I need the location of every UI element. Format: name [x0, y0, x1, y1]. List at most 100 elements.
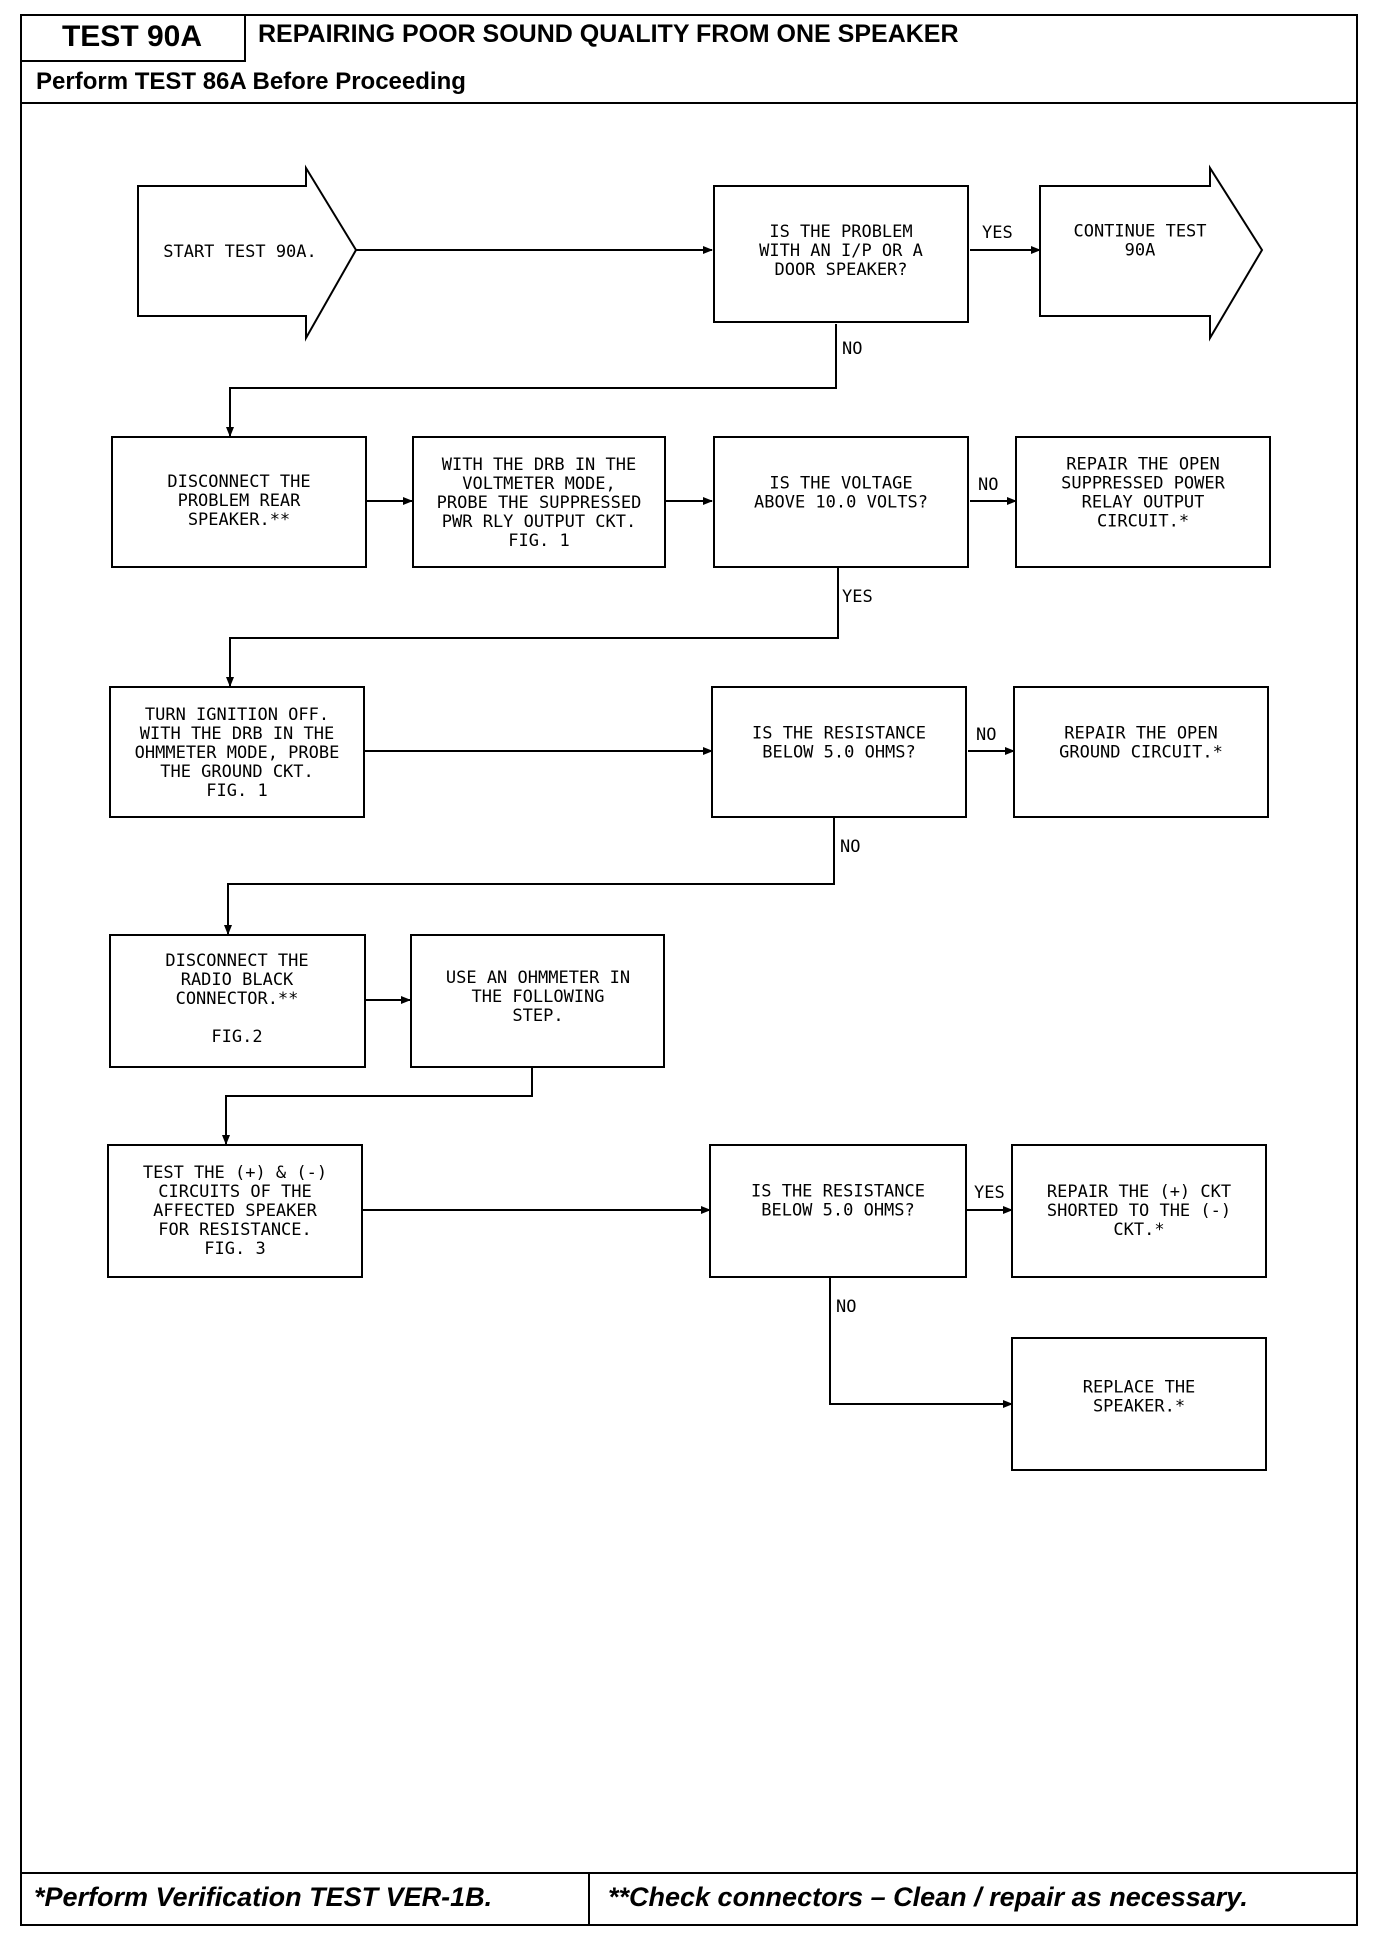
page-subtitle: Perform TEST 86A Before Proceeding	[36, 68, 466, 95]
label-yes-q1: YES	[982, 223, 1013, 243]
label-yes-q4: YES	[974, 1183, 1005, 1203]
arrow-q3-to-disconnect-radio	[224, 818, 835, 935]
box-probe-voltage	[412, 436, 666, 568]
page-title: REPAIRING POOR SOUND QUALITY FROM ONE SP…	[258, 20, 959, 48]
connectors	[222, 246, 1041, 1408]
node-text-line: START TEST 90A.	[163, 242, 317, 262]
node-text-line: WITH THE DRB IN THE	[442, 455, 636, 475]
node-text-line: PROBLEM REAR	[178, 491, 302, 511]
node-text-line: IS THE VOLTAGE	[769, 474, 912, 494]
node-text-line: ABOVE 10.0 VOLTS?	[754, 493, 928, 513]
page-frame	[20, 14, 1358, 1926]
arrow-ohmmeter-to-test	[222, 1068, 533, 1145]
node-text-line: SPEAKER.*	[1093, 1397, 1185, 1417]
node-text-line: WITH AN I/P OR A	[759, 241, 923, 261]
node-text-line: VOLTMETER MODE,	[462, 474, 616, 494]
node-text-line: IS THE RESISTANCE	[752, 724, 926, 744]
node-text-line: FOR RESISTANCE.	[158, 1220, 312, 1240]
header-divider	[20, 102, 1358, 104]
label-no-q2: NO	[978, 475, 998, 495]
label-no-q1: NO	[842, 339, 862, 359]
node-text-line: CONNECTOR.**	[176, 989, 299, 1009]
node-text-line: PROBE THE SUPPRESSED	[437, 493, 642, 513]
box-disconnect-radio	[109, 934, 366, 1068]
node-text-line: FIG.2	[211, 1027, 262, 1047]
box-repair-power	[1015, 436, 1271, 568]
start-arrow-shape	[137, 164, 358, 342]
start-text: START TEST 90A.	[163, 242, 317, 262]
label-no-q4: NO	[836, 1297, 856, 1317]
label-yes-q2: YES	[842, 587, 873, 607]
node-text-line: BELOW 5.0 OHMS?	[762, 743, 916, 763]
node-text-line: CKT.*	[1113, 1220, 1164, 1240]
node-text-line: GROUND CIRCUIT.*	[1059, 743, 1223, 763]
box-repair-ground	[1013, 686, 1269, 818]
box-q-resistance-1	[711, 686, 967, 818]
label-no-q3-down: NO	[840, 837, 860, 857]
node-text-line: USE AN OHMMETER IN	[446, 968, 630, 988]
box-q-ip-door	[713, 185, 969, 323]
footer-divider	[20, 1872, 1358, 1874]
arrow-q2-to-ignition	[226, 568, 839, 687]
arrow-q1-to-disconnect-rear	[226, 324, 837, 437]
node-text-line: FIG. 1	[206, 781, 267, 801]
node-text-line: CONTINUE TEST	[1073, 222, 1206, 242]
box-disconnect-rear	[111, 436, 367, 568]
node-text-line: BELOW 5.0 OHMS?	[761, 1201, 915, 1221]
node-text-line: CIRCUITS OF THE	[158, 1182, 312, 1202]
node-text-line: REPAIR THE OPEN	[1064, 724, 1218, 744]
node-text-line: DOOR SPEAKER?	[774, 260, 907, 280]
node-text-line: AFFECTED SPEAKER	[153, 1201, 318, 1221]
node-text-line: SPEAKER.**	[188, 510, 290, 530]
footer-connector-note: **Check connectors – Clean / repair as n…	[608, 1882, 1248, 1912]
node-text-line: FIG. 3	[204, 1239, 265, 1259]
box-test-circuits	[107, 1144, 363, 1278]
box-replace-speaker	[1011, 1337, 1267, 1471]
node-text-line: REPAIR THE (+) CKT	[1047, 1182, 1231, 1202]
node-text-line: FIG. 1	[508, 531, 569, 551]
node-text-line: REPLACE THE	[1083, 1378, 1196, 1398]
node-text-line: THE FOLLOWING	[471, 987, 604, 1007]
node-text-line: SHORTED TO THE (-)	[1047, 1201, 1231, 1221]
box-q-voltage	[713, 436, 969, 568]
node-text-line: TEST THE (+) & (-)	[143, 1163, 327, 1183]
node-text-line: SUPPRESSED POWER	[1061, 474, 1226, 494]
box-q-resistance-2	[709, 1144, 967, 1278]
node-text-line: RELAY OUTPUT	[1082, 493, 1205, 513]
footer-column-divider	[588, 1872, 590, 1926]
node-text-line: IS THE RESISTANCE	[751, 1182, 925, 1202]
label-no-q3: NO	[976, 725, 996, 745]
test-id: TEST 90A	[20, 14, 246, 62]
node-text-line: REPAIR THE OPEN	[1066, 455, 1220, 475]
box-repair-short	[1011, 1144, 1267, 1278]
node-text-line: STEP.	[512, 1006, 563, 1026]
box-ignition-off	[109, 686, 365, 818]
node-text-line: OHMMETER MODE, PROBE	[135, 743, 340, 763]
arrow-q4-to-replace	[829, 1278, 1013, 1408]
node-text-line: RADIO BLACK	[181, 970, 294, 990]
node-text-line: DISCONNECT THE	[165, 951, 308, 971]
node-text-line: WITH THE DRB IN THE	[140, 724, 334, 744]
node-text-line: TURN IGNITION OFF.	[145, 705, 329, 725]
box-use-ohmmeter	[410, 934, 665, 1068]
node-text-line: THE GROUND CKT.	[160, 762, 314, 782]
node-text-line: DISCONNECT THE	[167, 472, 310, 492]
node-text-line: PWR RLY OUTPUT CKT.	[442, 512, 636, 532]
